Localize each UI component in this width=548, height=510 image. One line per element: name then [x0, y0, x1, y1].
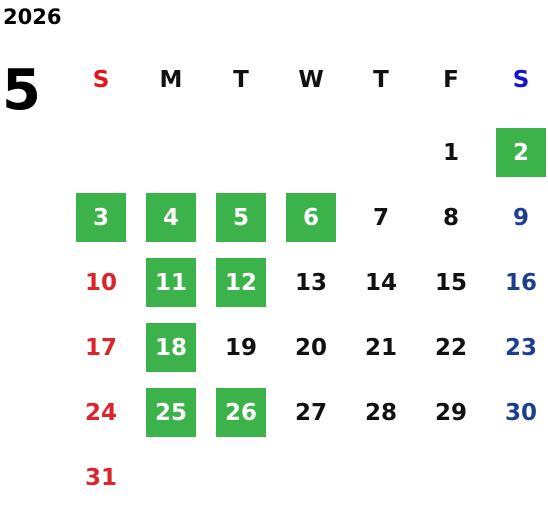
day-number: 7 [372, 204, 389, 231]
day-cell-21[interactable]: 21 [346, 315, 416, 380]
empty-cell [136, 445, 206, 510]
day-cell-8[interactable]: 8 [416, 185, 486, 250]
day-cell-7[interactable]: 7 [346, 185, 416, 250]
day-number: 29 [434, 399, 467, 426]
day-number: 22 [434, 334, 467, 361]
day-number: 13 [294, 269, 327, 296]
day-number: 10 [84, 269, 117, 296]
day-number: 11 [154, 269, 187, 296]
day-number: 16 [504, 269, 537, 296]
day-cell-1[interactable]: 1 [416, 120, 486, 185]
day-cell-11[interactable]: 11 [136, 250, 206, 315]
day-cell-30[interactable]: 30 [486, 380, 548, 445]
day-number: 21 [364, 334, 397, 361]
day-number: 17 [84, 334, 117, 361]
day-number: 5 [232, 204, 249, 231]
day-cell-31[interactable]: 31 [66, 445, 136, 510]
day-cell-19[interactable]: 19 [206, 315, 276, 380]
day-cell-27[interactable]: 27 [276, 380, 346, 445]
day-number: 14 [364, 269, 397, 296]
weekday-header-saturday: S [512, 67, 530, 93]
day-cell-28[interactable]: 28 [346, 380, 416, 445]
day-cell-9[interactable]: 9 [486, 185, 548, 250]
day-cell-25[interactable]: 25 [136, 380, 206, 445]
day-number: 25 [154, 399, 187, 426]
day-cell-23[interactable]: 23 [486, 315, 548, 380]
day-cell-29[interactable]: 29 [416, 380, 486, 445]
day-number: 23 [504, 334, 537, 361]
day-number: 2 [512, 139, 529, 166]
day-cell-13[interactable]: 13 [276, 250, 346, 315]
day-cell-5[interactable]: 5 [206, 185, 276, 250]
year-label: 2026 [3, 5, 62, 29]
day-cell-20[interactable]: 20 [276, 315, 346, 380]
day-cell-17[interactable]: 17 [66, 315, 136, 380]
day-number: 15 [434, 269, 467, 296]
empty-cell [346, 445, 416, 510]
day-cell-6[interactable]: 6 [276, 185, 346, 250]
day-number: 31 [84, 464, 117, 491]
day-cell-16[interactable]: 16 [486, 250, 548, 315]
day-number: 24 [84, 399, 117, 426]
weekday-header-wednesday: W [298, 67, 324, 93]
day-number: 19 [224, 334, 257, 361]
day-cell-18[interactable]: 18 [136, 315, 206, 380]
day-cell-3[interactable]: 3 [66, 185, 136, 250]
empty-cell [416, 445, 486, 510]
day-number: 20 [294, 334, 327, 361]
weekday-header-thursday: T [373, 67, 389, 93]
day-number: 18 [154, 334, 187, 361]
day-cell-10[interactable]: 10 [66, 250, 136, 315]
day-number: 12 [224, 269, 257, 296]
day-cell-24[interactable]: 24 [66, 380, 136, 445]
day-cell-2[interactable]: 2 [486, 120, 548, 185]
month-number: 5 [2, 58, 41, 123]
day-number: 30 [504, 399, 537, 426]
day-number: 28 [364, 399, 397, 426]
day-number: 6 [302, 204, 319, 231]
weekday-header-friday: F [443, 67, 459, 93]
day-number: 3 [92, 204, 109, 231]
day-cell-12[interactable]: 12 [206, 250, 276, 315]
empty-cell [276, 445, 346, 510]
empty-cell [346, 120, 416, 185]
empty-cell [206, 120, 276, 185]
day-number: 9 [512, 204, 529, 231]
day-cell-26[interactable]: 26 [206, 380, 276, 445]
empty-cell [206, 445, 276, 510]
empty-cell [276, 120, 346, 185]
day-cell-14[interactable]: 14 [346, 250, 416, 315]
empty-cell [486, 445, 548, 510]
day-number: 4 [162, 204, 179, 231]
day-number: 27 [294, 399, 327, 426]
weekday-header-sunday: S [92, 67, 110, 93]
empty-cell [66, 120, 136, 185]
day-number: 1 [442, 139, 459, 166]
day-cell-4[interactable]: 4 [136, 185, 206, 250]
weekday-header-tuesday: T [233, 67, 249, 93]
empty-cell [136, 120, 206, 185]
day-number: 26 [224, 399, 257, 426]
weekday-header-monday: M [159, 67, 183, 93]
day-cell-22[interactable]: 22 [416, 315, 486, 380]
day-number: 8 [442, 204, 459, 231]
day-cell-15[interactable]: 15 [416, 250, 486, 315]
